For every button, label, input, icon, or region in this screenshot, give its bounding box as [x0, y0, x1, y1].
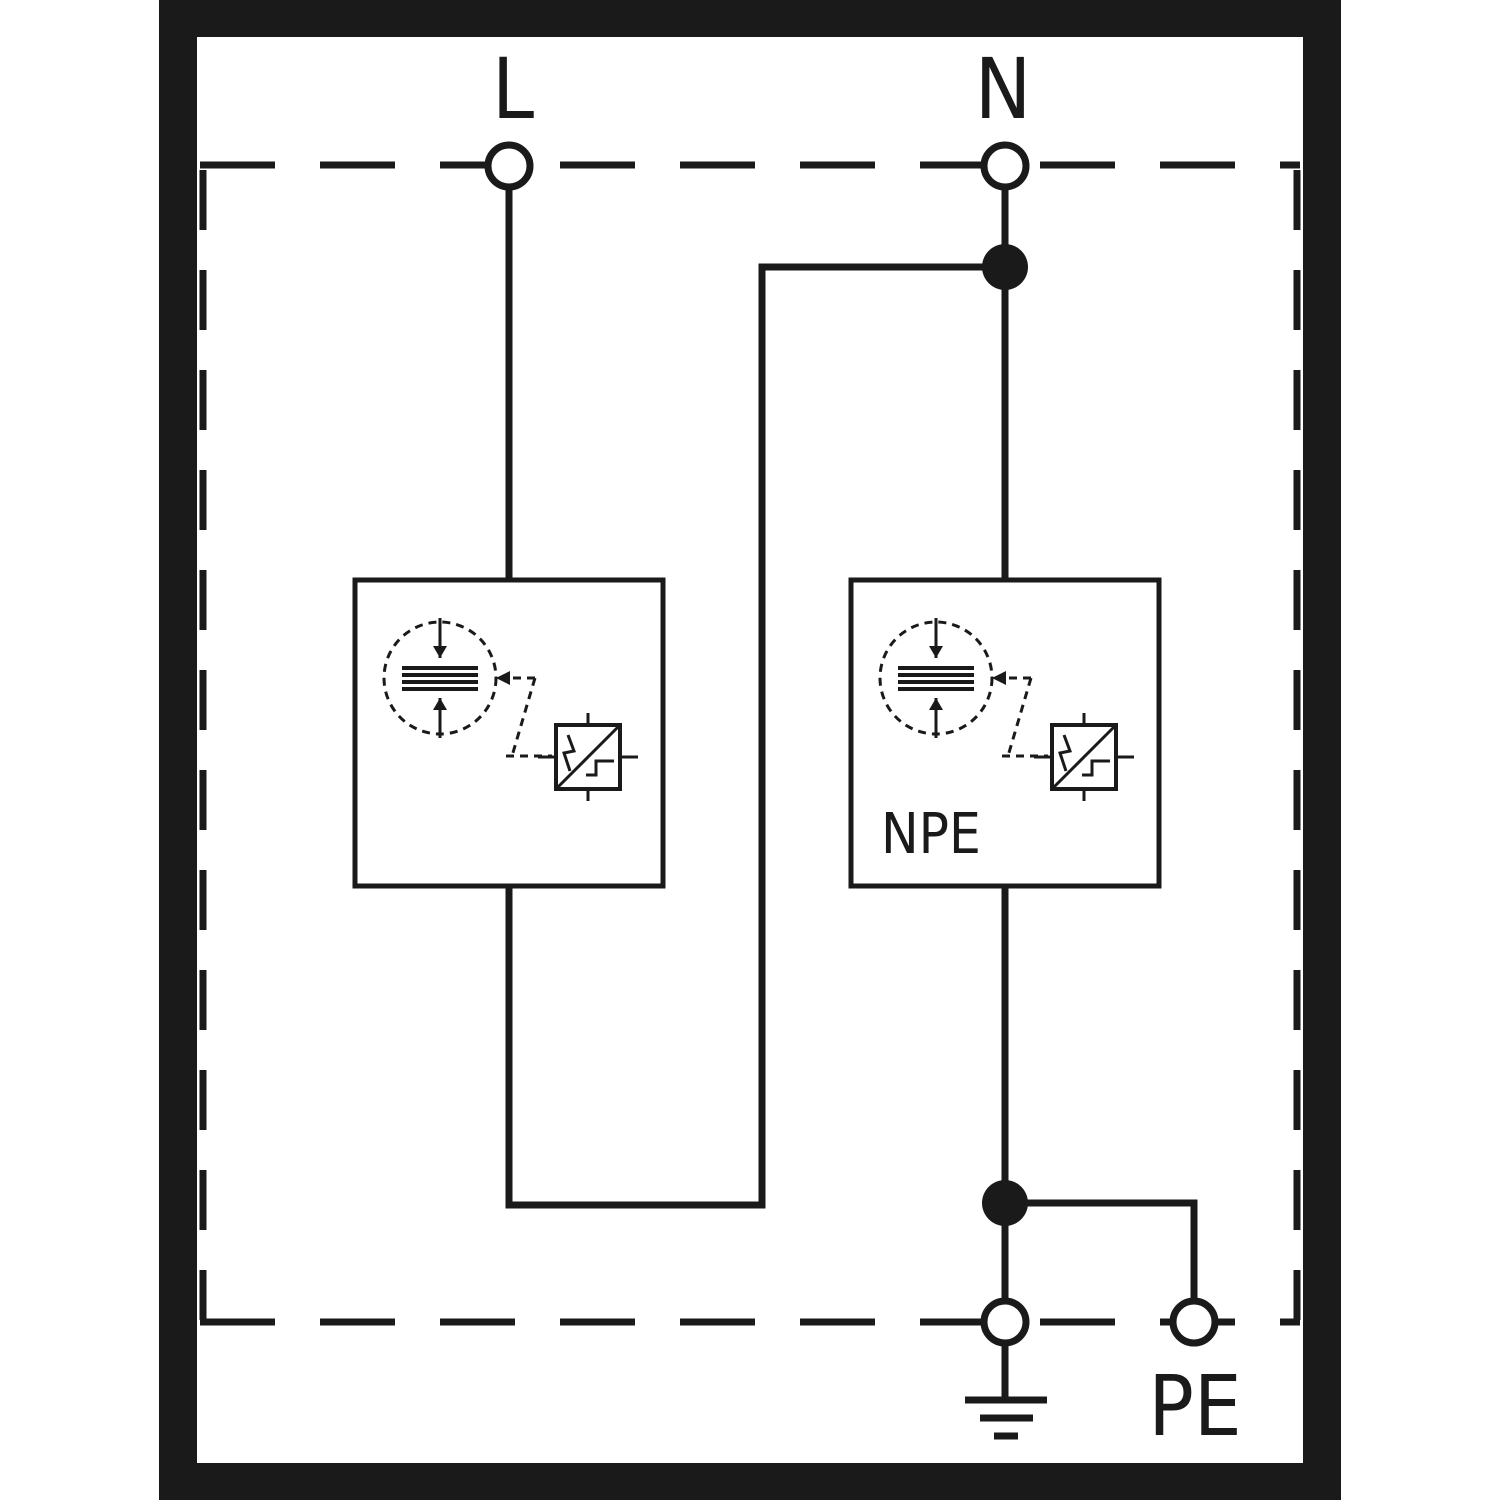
label-pe: PE	[1148, 1357, 1241, 1455]
terminal-n	[980, 141, 1030, 191]
wire-crossover	[505, 263, 1005, 1209]
terminal-l	[484, 141, 534, 191]
module-left	[352, 577, 666, 889]
label-n: N	[975, 40, 1032, 138]
outer-frame	[159, 0, 1341, 1501]
spark-gap-icon	[382, 618, 552, 758]
ground-symbol-icon	[965, 1343, 1047, 1440]
junction-dot-top	[982, 244, 1028, 290]
spark-gap-icon	[878, 618, 1048, 758]
module-right: NPE	[848, 577, 1162, 889]
varistor-icon	[1034, 713, 1134, 801]
label-l: L	[492, 40, 534, 138]
junction-dot-bottom	[982, 1180, 1028, 1226]
varistor-icon	[538, 713, 638, 801]
module-right-label: NPE	[881, 802, 981, 867]
wire-pe-branch	[1005, 1199, 1198, 1322]
terminal-ground	[980, 1297, 1030, 1347]
terminal-pe	[1169, 1297, 1219, 1347]
